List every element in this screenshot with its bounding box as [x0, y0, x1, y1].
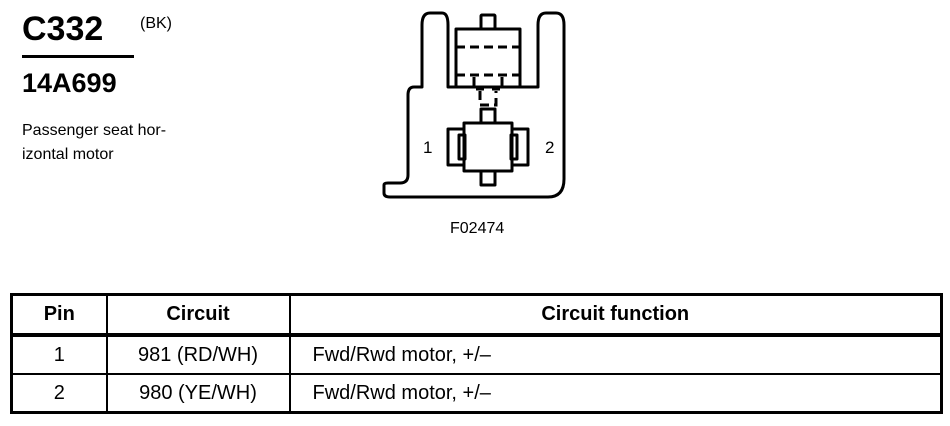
cell-circuit: 981 (RD/WH): [105, 334, 291, 375]
terminal-body: [462, 121, 514, 173]
header-function: Circuit function: [288, 293, 943, 337]
terminal-left-inner: [457, 133, 467, 161]
table-row: 1 981 (RD/WH) Fwd/Rwd motor, +/–: [10, 334, 943, 375]
bottom-post: [479, 169, 497, 187]
table-header-row: Pin Circuit Circuit function: [10, 293, 943, 337]
description-line-1: Passenger seat hor-: [22, 122, 167, 139]
connector-diagram: [382, 11, 566, 199]
cell-function: Fwd/Rwd motor, +/–: [288, 334, 943, 375]
connector-color-code: (BK): [140, 15, 172, 32]
cell-pin: 1: [10, 334, 108, 375]
pin-label-1: 1: [423, 138, 433, 157]
part-number: 14A699: [22, 68, 117, 98]
pin-table: Pin Circuit Circuit function 1 981 (RD/W…: [10, 293, 943, 414]
header-circuit: Circuit: [105, 293, 291, 337]
connector-id: C332: [22, 10, 104, 48]
description-line-2: izontal motor: [22, 146, 114, 163]
dashed-latch-left: [472, 77, 484, 91]
dashed-latch-right: [492, 77, 504, 91]
center-post: [479, 107, 497, 125]
latch-tab: [479, 13, 497, 31]
figure-code: F02474: [450, 220, 505, 237]
header-pin: Pin: [10, 293, 108, 337]
cell-pin: 2: [10, 373, 108, 414]
connector-id-underline: [22, 55, 134, 58]
cell-circuit: 980 (YE/WH): [105, 373, 291, 414]
cell-function: Fwd/Rwd motor, +/–: [288, 373, 943, 414]
terminal-right-inner: [509, 133, 519, 161]
dashed-stem: [478, 91, 498, 107]
pin-label-2: 2: [545, 138, 555, 157]
connector-housing: [382, 11, 566, 199]
latch-frame: [454, 27, 522, 87]
table-row: 2 980 (YE/WH) Fwd/Rwd motor, +/–: [10, 373, 943, 414]
